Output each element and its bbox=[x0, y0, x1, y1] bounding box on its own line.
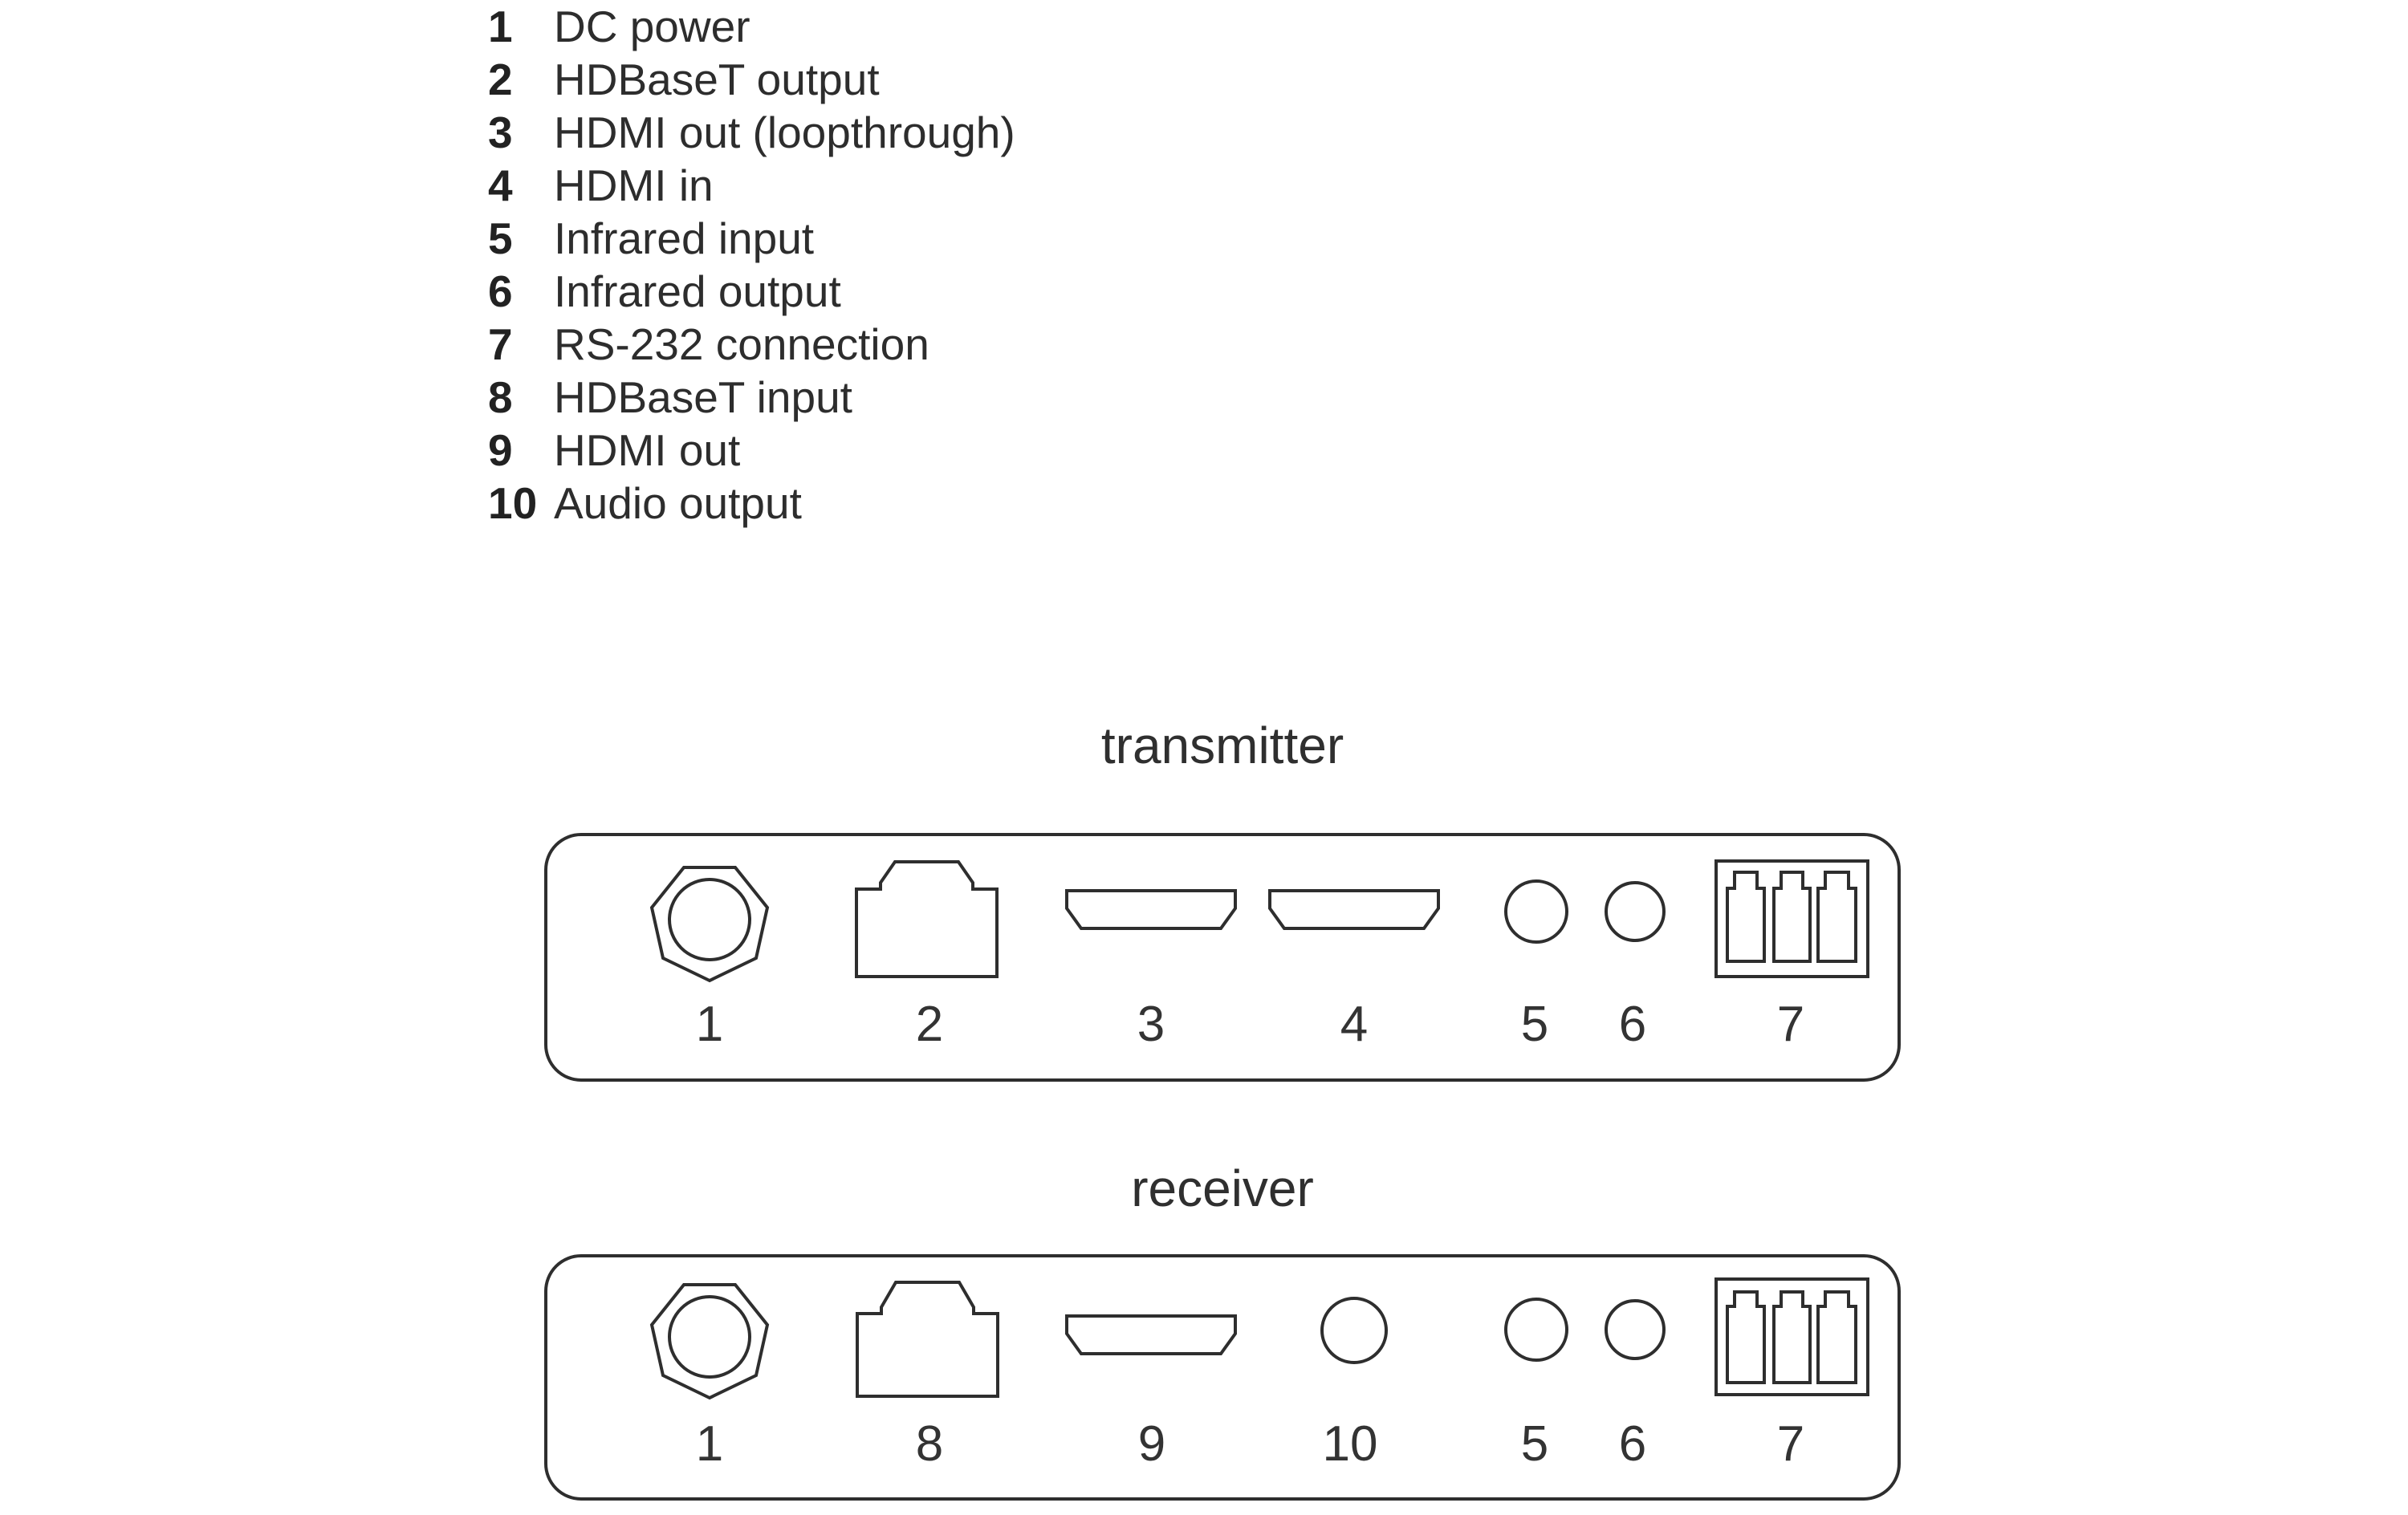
legend-item: 1 DC power bbox=[488, 0, 1015, 53]
legend-item-label: HDMI out bbox=[554, 425, 741, 475]
transmitter-rear-panel bbox=[544, 833, 1901, 1082]
legend-item-label: RS-232 connection bbox=[554, 319, 929, 369]
port-number: 4 bbox=[1340, 997, 1369, 1052]
port-number: 9 bbox=[1137, 1416, 1166, 1472]
legend: 1 DC power 2 HDBaseT output 3 HDMI out (… bbox=[488, 0, 1015, 530]
dc-power-jack-icon bbox=[649, 1283, 770, 1400]
legend-item: 6 Infrared output bbox=[488, 265, 1015, 318]
port-number: 5 bbox=[1520, 1416, 1549, 1472]
ethernet-hdbaset-port-icon bbox=[856, 1281, 999, 1398]
port-number: 8 bbox=[915, 1416, 944, 1472]
infrared-round-jack-icon bbox=[1504, 879, 1568, 944]
legend-item-label: Infrared input bbox=[554, 213, 815, 263]
legend-item-label: Infrared output bbox=[554, 266, 841, 316]
port-number: 5 bbox=[1520, 997, 1549, 1052]
receiver-title: receiver bbox=[1131, 1160, 1314, 1217]
legend-item-number: 6 bbox=[488, 266, 513, 316]
legend-item: 3 HDMI out (loopthrough) bbox=[488, 106, 1015, 159]
infrared-round-jack-icon bbox=[1504, 1298, 1568, 1362]
port-number: 7 bbox=[1776, 1416, 1805, 1472]
port-number: 3 bbox=[1137, 997, 1165, 1052]
legend-item-number: 3 bbox=[488, 108, 513, 157]
legend-item: 7 RS-232 connection bbox=[488, 318, 1015, 371]
port-number: 2 bbox=[915, 997, 944, 1052]
hdmi-port-icon bbox=[1065, 1314, 1237, 1355]
port-number: 10 bbox=[1322, 1416, 1378, 1472]
infrared-round-jack-icon bbox=[1605, 881, 1666, 942]
port-number: 7 bbox=[1776, 997, 1805, 1052]
legend-item-label: DC power bbox=[554, 2, 750, 51]
legend-item-label: HDMI in bbox=[554, 160, 714, 210]
dc-power-jack-icon bbox=[649, 866, 770, 983]
legend-item-number: 9 bbox=[488, 425, 513, 475]
terminal-block-3pin-icon bbox=[1714, 1277, 1869, 1396]
device-panel-outline bbox=[544, 1254, 1901, 1501]
legend-item: 10 Audio output bbox=[488, 477, 1015, 530]
legend-item: 2 HDBaseT output bbox=[488, 53, 1015, 106]
legend-item-label: HDBaseT output bbox=[554, 55, 880, 104]
legend-item-number: 10 bbox=[488, 478, 538, 528]
hdmi-port-icon bbox=[1268, 889, 1440, 930]
legend-item-number: 1 bbox=[488, 2, 513, 51]
hdmi-port-icon bbox=[1065, 889, 1237, 930]
legend-item: 9 HDMI out bbox=[488, 424, 1015, 477]
audio-round-jack-icon bbox=[1320, 1297, 1388, 1364]
ethernet-hdbaset-port-icon bbox=[855, 860, 999, 978]
port-number: 1 bbox=[695, 1416, 724, 1472]
legend-item-label: HDMI out (loopthrough) bbox=[554, 108, 1015, 157]
legend-item: 4 HDMI in bbox=[488, 159, 1015, 212]
legend-item-number: 4 bbox=[488, 160, 513, 210]
port-number: 6 bbox=[1618, 1416, 1647, 1472]
legend-item: 5 Infrared input bbox=[488, 212, 1015, 265]
legend-item: 8 HDBaseT input bbox=[488, 371, 1015, 424]
legend-item-label: HDBaseT input bbox=[554, 372, 852, 422]
port-number: 1 bbox=[695, 997, 724, 1052]
device-panel-outline bbox=[544, 833, 1901, 1082]
terminal-block-3pin-icon bbox=[1714, 859, 1869, 978]
transmitter-title: transmitter bbox=[1100, 717, 1344, 774]
legend-item-number: 5 bbox=[488, 213, 513, 263]
legend-item-number: 8 bbox=[488, 372, 513, 422]
infrared-round-jack-icon bbox=[1605, 1299, 1666, 1360]
port-number: 6 bbox=[1618, 997, 1647, 1052]
receiver-rear-panel bbox=[544, 1254, 1901, 1501]
legend-item-number: 2 bbox=[488, 55, 513, 104]
legend-item-number: 7 bbox=[488, 319, 513, 369]
legend-item-label: Audio output bbox=[554, 478, 802, 528]
